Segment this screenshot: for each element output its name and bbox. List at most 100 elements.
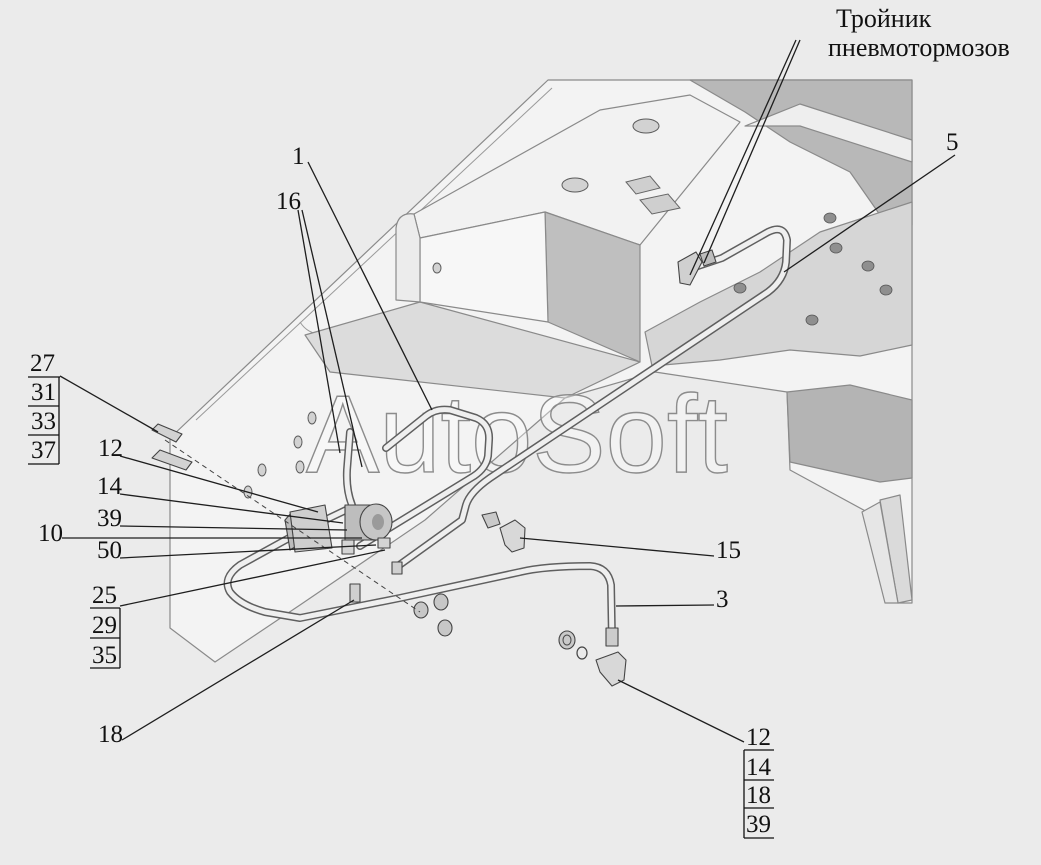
leader-50	[119, 544, 377, 559]
group-table-lines	[743, 749, 774, 839]
nut	[413, 601, 429, 619]
group-label: 29	[92, 612, 117, 639]
label-group-mount: 25 29 35	[90, 582, 121, 669]
fitting-18	[349, 583, 361, 603]
frame-rail-flange-edge	[195, 87, 553, 421]
elbow-fitting-12	[558, 627, 627, 687]
plate-nut	[879, 284, 893, 296]
crossmember-upper-shade	[689, 79, 913, 226]
union-nut-bore	[562, 634, 572, 646]
label-10: 10	[38, 520, 63, 547]
crossmember-lower-shade	[786, 384, 913, 483]
label-group-elbow: 12 14 18 39	[743, 724, 774, 839]
tube-1	[356, 405, 494, 550]
leader-39-left	[119, 525, 348, 531]
rail-hole	[307, 411, 317, 425]
plate-nut	[829, 242, 843, 254]
leader-lines	[59, 39, 956, 743]
elbow-fitting-15	[481, 511, 526, 553]
tube-5	[394, 225, 791, 570]
label-50: 50	[97, 537, 122, 564]
bolt	[151, 449, 193, 471]
group-label: 12	[746, 724, 771, 751]
valve-cap-center	[372, 514, 384, 530]
leader-1	[307, 161, 433, 411]
frame-bracket-strip	[861, 501, 899, 604]
leader-16	[297, 209, 341, 454]
bolt-axis-dashed	[164, 439, 421, 613]
group-table-lines	[90, 607, 121, 669]
leader-16	[301, 209, 363, 468]
label-3: 3	[716, 586, 729, 613]
tube-3	[223, 506, 616, 644]
plate-nut	[805, 314, 819, 326]
group-label: 33	[31, 408, 56, 435]
tube-end-fitting	[605, 627, 619, 647]
label-18: 18	[98, 721, 123, 748]
leader-5	[783, 154, 956, 273]
tube-1-body	[357, 407, 492, 549]
leader-27	[59, 375, 159, 433]
tube-16-body	[344, 429, 355, 508]
sealing-ring	[576, 646, 588, 660]
rail-hole	[293, 435, 303, 449]
bolts-27	[151, 423, 421, 613]
callout-labels: Тройник пневмотормозов 1 16 5 12 14 39 1…	[38, 4, 1010, 748]
leader-tee	[703, 39, 801, 264]
label-14-left: 14	[97, 473, 123, 500]
group-label: 39	[746, 811, 771, 838]
leader-18	[121, 599, 355, 741]
label-39-left: 39	[97, 505, 122, 532]
label-16: 16	[276, 188, 301, 215]
elbow-body	[499, 519, 526, 553]
group-label: 14	[746, 754, 772, 781]
crossmember-left-flange	[395, 213, 421, 303]
union-nut	[558, 630, 576, 650]
label-15: 15	[716, 537, 741, 564]
leader-3	[615, 604, 715, 607]
frame-lower-band	[304, 301, 641, 399]
tee-label-line1: Тройник	[836, 4, 932, 33]
crossmember-slot	[625, 175, 661, 195]
valve-assembly	[284, 503, 393, 555]
crossmember-hole	[561, 177, 589, 193]
leader-15	[519, 537, 715, 557]
group-table-lines	[28, 376, 60, 465]
leader-12-right	[617, 679, 745, 743]
leader-12-left	[119, 455, 319, 513]
crossmember-upper-ridge	[744, 103, 913, 163]
elbow-body	[595, 651, 627, 687]
rail-hole	[257, 463, 267, 477]
bolt	[151, 423, 183, 443]
crossmember-slot	[639, 193, 681, 215]
group-label: 25	[92, 582, 117, 609]
group-label: 31	[31, 379, 56, 406]
rail-hole	[295, 460, 305, 474]
group-label: 18	[746, 782, 771, 809]
loose-nuts	[349, 561, 453, 637]
crossmember-hole	[632, 118, 660, 134]
plate-nut	[823, 212, 837, 224]
plate-nut	[733, 282, 747, 294]
leader-tee	[689, 39, 797, 276]
group-label: 35	[92, 642, 117, 669]
label-group-bolts: 27 31 33 37	[28, 350, 60, 465]
label-12-left: 12	[98, 435, 123, 462]
watermark-text: AutoSoft	[306, 373, 728, 496]
nut	[437, 619, 453, 637]
valve-bracket	[289, 504, 333, 553]
label-5: 5	[946, 129, 959, 156]
crossmember-hole	[432, 262, 442, 274]
tube-end-fitting	[391, 561, 403, 575]
plate-nut	[861, 260, 875, 272]
group-label: 37	[31, 437, 56, 464]
leader-25	[119, 549, 386, 607]
tee-label-line2: пневмотормозов	[828, 33, 1010, 62]
leader-14-left	[119, 493, 344, 524]
fitting-nut	[481, 511, 501, 529]
tube-16	[342, 428, 356, 509]
tube-3-body	[225, 507, 615, 643]
valve-port	[377, 537, 391, 549]
group-label: 27	[30, 350, 55, 377]
